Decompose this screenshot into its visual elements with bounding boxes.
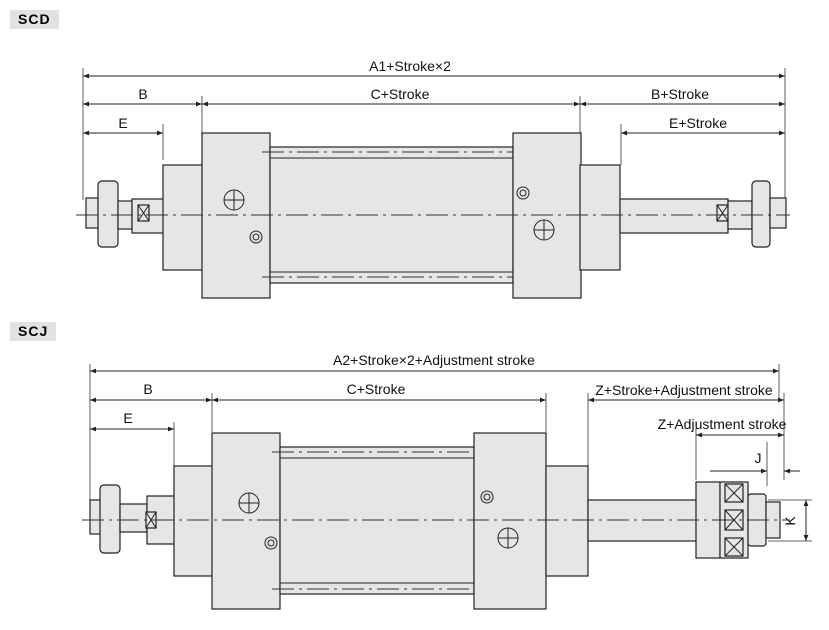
scd-e-stroke-label: E+Stroke <box>669 115 727 131</box>
scd-tag: SCD <box>10 10 59 29</box>
scd-drawing <box>76 68 790 299</box>
scj-z-stroke-label: Z+Stroke+Adjustment stroke <box>595 382 773 398</box>
scj-j-label: J <box>755 450 762 466</box>
scj-c-label: C+Stroke <box>347 381 406 397</box>
scj-total-label: A2+Stroke×2+Adjustment stroke <box>333 352 535 368</box>
scj-z-adj-label: Z+Adjustment stroke <box>658 416 787 432</box>
scj-drawing <box>82 364 812 610</box>
scd-e-label: E <box>118 115 127 131</box>
scd-total-label: A1+Stroke×2 <box>369 58 451 74</box>
scd-b-label: B <box>138 86 147 102</box>
scj-tag: SCJ <box>10 322 57 341</box>
scj-k-label: K <box>782 516 798 526</box>
scj-b-label: B <box>143 381 152 397</box>
scd-c-label: C+Stroke <box>371 86 430 102</box>
scj-e-label: E <box>123 410 132 426</box>
scd-b-stroke-label: B+Stroke <box>651 86 709 102</box>
